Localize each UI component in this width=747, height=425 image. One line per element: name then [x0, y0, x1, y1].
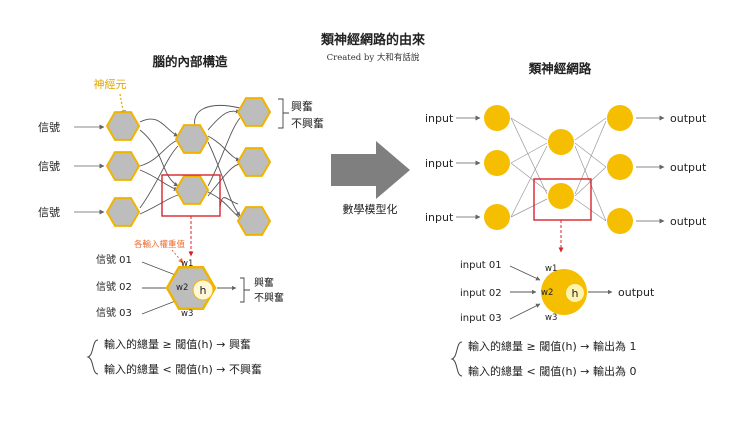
- input-label: input: [425, 157, 454, 170]
- weight-annotation: 各輸入權重值: [134, 239, 186, 250]
- network-weight-label: w2: [541, 288, 553, 298]
- network-threshold-circle: [566, 284, 584, 302]
- threshold-circle: [192, 279, 214, 301]
- hidden-node: [548, 183, 574, 209]
- detail-input-label: 信號 01: [96, 253, 132, 266]
- output-label-not-excited: 不興奮: [291, 116, 324, 130]
- output-label-excited: 興奮: [291, 99, 313, 113]
- weight-label: w1: [181, 259, 193, 269]
- input-label: input: [425, 211, 454, 224]
- detail-output-excited: 興奮: [254, 276, 274, 289]
- neuron-connections: [139, 104, 241, 219]
- neuron-label: 神經元: [94, 77, 127, 91]
- output-label: output: [670, 161, 707, 174]
- neuron-hex: [105, 197, 141, 227]
- transform-label: 數學模型化: [343, 202, 398, 216]
- detail-input-label: 信號 02: [96, 280, 132, 293]
- input-label: input: [425, 112, 454, 125]
- hidden-node: [548, 129, 574, 155]
- threshold-symbol: h: [200, 284, 207, 297]
- network-rules-brace: [450, 341, 463, 377]
- input-node: [484, 105, 510, 131]
- rule-excited: 輸入的總量 ≥ 閾值(h) → 興奮: [104, 337, 251, 351]
- page-title: 類神經網路的由來: [320, 32, 426, 48]
- output-label: output: [670, 215, 707, 228]
- brain-heading: 腦的內部構造: [152, 54, 228, 69]
- output-bracket: [278, 98, 289, 129]
- transform-arrow: [331, 141, 410, 199]
- output-label: output: [670, 112, 707, 125]
- network-detail-output: output: [618, 286, 655, 299]
- output-node: [607, 105, 633, 131]
- weight-label: w2: [176, 283, 188, 293]
- network-detail-node: [541, 269, 587, 315]
- brain-panel: 腦的內部構造 神經元 信號 信號 信號: [38, 54, 324, 376]
- neuron-hex: [174, 175, 210, 205]
- input-node: [484, 150, 510, 176]
- neuron-hex: [236, 147, 272, 177]
- network-heading: 類神經網路: [528, 61, 592, 76]
- network-edges: [510, 117, 607, 222]
- credit-line: Created by 大和有話說: [327, 52, 420, 63]
- network-detail-input: input 03: [460, 313, 502, 324]
- network-panel: 類神經網路 input input input: [425, 61, 707, 378]
- detail-input-label: 信號 03: [96, 306, 132, 319]
- neuron-hex: [105, 111, 141, 141]
- input-node: [484, 204, 510, 230]
- network-rule-zero: 輸入的總量 < 閾值(h) → 輸出為 0: [468, 364, 636, 378]
- rule-not-excited: 輸入的總量 < 閾值(h) → 不興奮: [104, 362, 262, 376]
- detail-output-not-excited: 不興奮: [254, 291, 284, 304]
- neuron-hex: [236, 206, 272, 236]
- network-highlight-box: [533, 178, 592, 221]
- signal-label: 信號: [38, 160, 60, 173]
- network-weight-label: w1: [545, 264, 557, 274]
- signal-label: 信號: [38, 206, 60, 219]
- network-weight-label: w3: [545, 313, 557, 323]
- rules-brace: [86, 339, 99, 375]
- network-rule-one: 輸入的總量 ≥ 閾值(h) → 輸出為 1: [468, 339, 636, 353]
- network-detail-input: input 01: [460, 260, 502, 271]
- signal-label: 信號: [38, 121, 60, 134]
- neuron-hex: [236, 97, 272, 127]
- network-threshold-symbol: h: [572, 287, 579, 300]
- output-node: [607, 154, 633, 180]
- output-node: [607, 208, 633, 234]
- transform-arrow-group: 數學模型化: [331, 141, 410, 216]
- network-detail-input: input 02: [460, 288, 502, 299]
- weight-label: w3: [181, 309, 193, 319]
- neuron-hex: [105, 151, 141, 181]
- detail-output-bracket: [240, 277, 250, 303]
- neuron-hex: [174, 124, 210, 154]
